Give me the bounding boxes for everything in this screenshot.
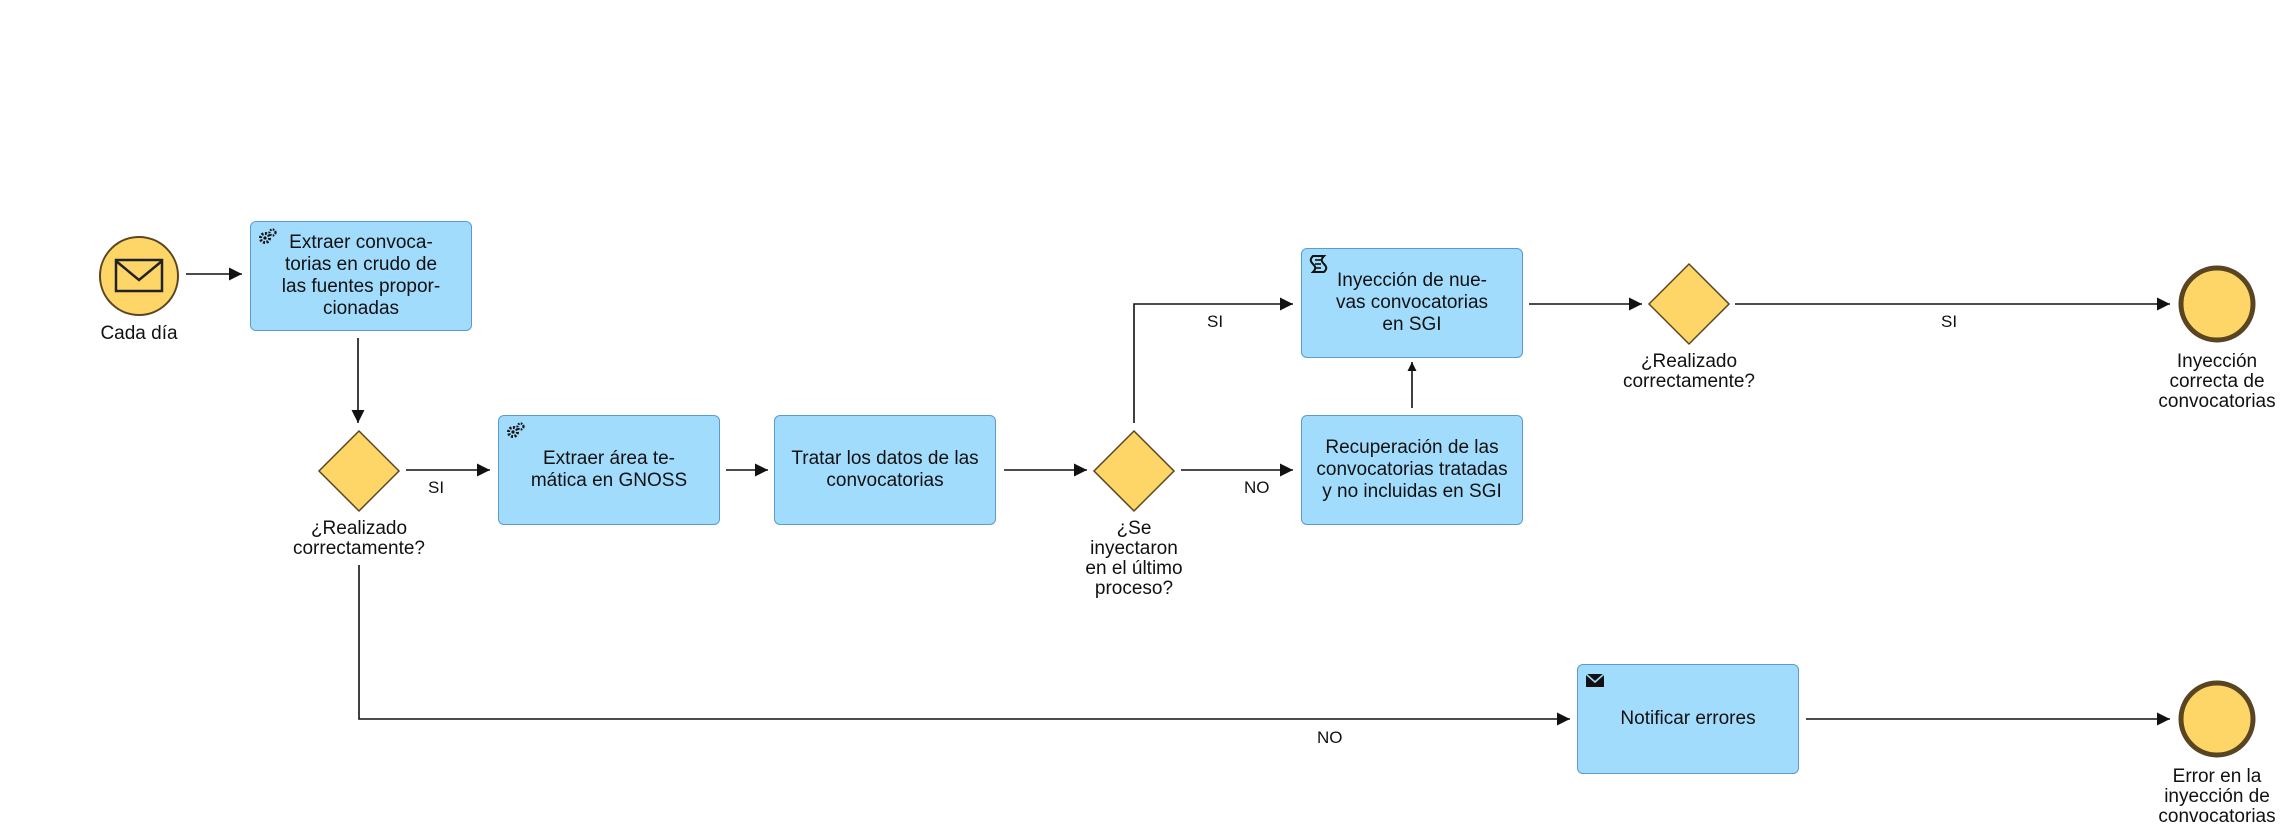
gears-icon [259, 228, 277, 244]
task-label: Extraer área te- mática en GNOSS [530, 448, 688, 491]
gateway-g1[interactable] [317, 429, 401, 513]
task-label: Inyección de nue- vas convocatorias en S… [1335, 270, 1489, 335]
task-inject-sgi[interactable]: Inyección de nue- vas convocatorias en S… [1301, 248, 1523, 358]
end-event-success-label: Inyección correcta de convocatorias [2158, 351, 2276, 412]
gateway-g2[interactable] [1092, 429, 1176, 513]
gateway-g2-label: ¿Se inyectaron en el último proceso? [1085, 518, 1183, 599]
gateway-g3-label: ¿Realizado correctamente? [1622, 351, 1755, 392]
task-label: Extraer convoca- torias en crudo de las … [281, 232, 441, 319]
gateway-g1-label: ¿Realizado correctamente? [292, 518, 425, 559]
task-recover-pending[interactable]: Recuperación de las convocatorias tratad… [1301, 415, 1523, 525]
script-icon [1309, 255, 1328, 273]
task-extract-area[interactable]: Extraer área te- mática en GNOSS [498, 415, 720, 525]
flow-label-g1-no: NO [1317, 728, 1343, 747]
end-event-error[interactable] [2178, 680, 2256, 758]
task-label: Notificar errores [1620, 708, 1756, 729]
task-process-data[interactable]: Tratar los datos de las convocatorias [774, 415, 996, 525]
envelope-icon [1585, 673, 1605, 687]
envelope-icon [114, 258, 164, 293]
gateway-g3[interactable] [1647, 262, 1731, 346]
start-event-label: Cada día [100, 323, 178, 344]
flow-g2-si[interactable] [1133, 297, 1293, 423]
flow-label-g2-si: SI [1207, 312, 1224, 331]
task-label: Tratar los datos de las convocatorias [791, 448, 979, 491]
gears-icon [507, 422, 525, 438]
task-notify-errors[interactable]: Notificar errores [1577, 664, 1799, 774]
flow-label-g1-si: SI [428, 478, 445, 497]
flow-label-g3-si: SI [1941, 312, 1958, 331]
task-extract-raw[interactable]: Extraer convoca- torias en crudo de las … [250, 221, 472, 331]
start-event[interactable] [99, 236, 179, 316]
end-event-error-label: Error en la inyección de convocatorias [2158, 766, 2276, 827]
task-label: Recuperación de las convocatorias tratad… [1316, 437, 1508, 502]
flow-g1-no[interactable] [358, 565, 1570, 726]
flow-label-g2-no: NO [1244, 478, 1270, 497]
end-event-success[interactable] [2178, 265, 2256, 343]
